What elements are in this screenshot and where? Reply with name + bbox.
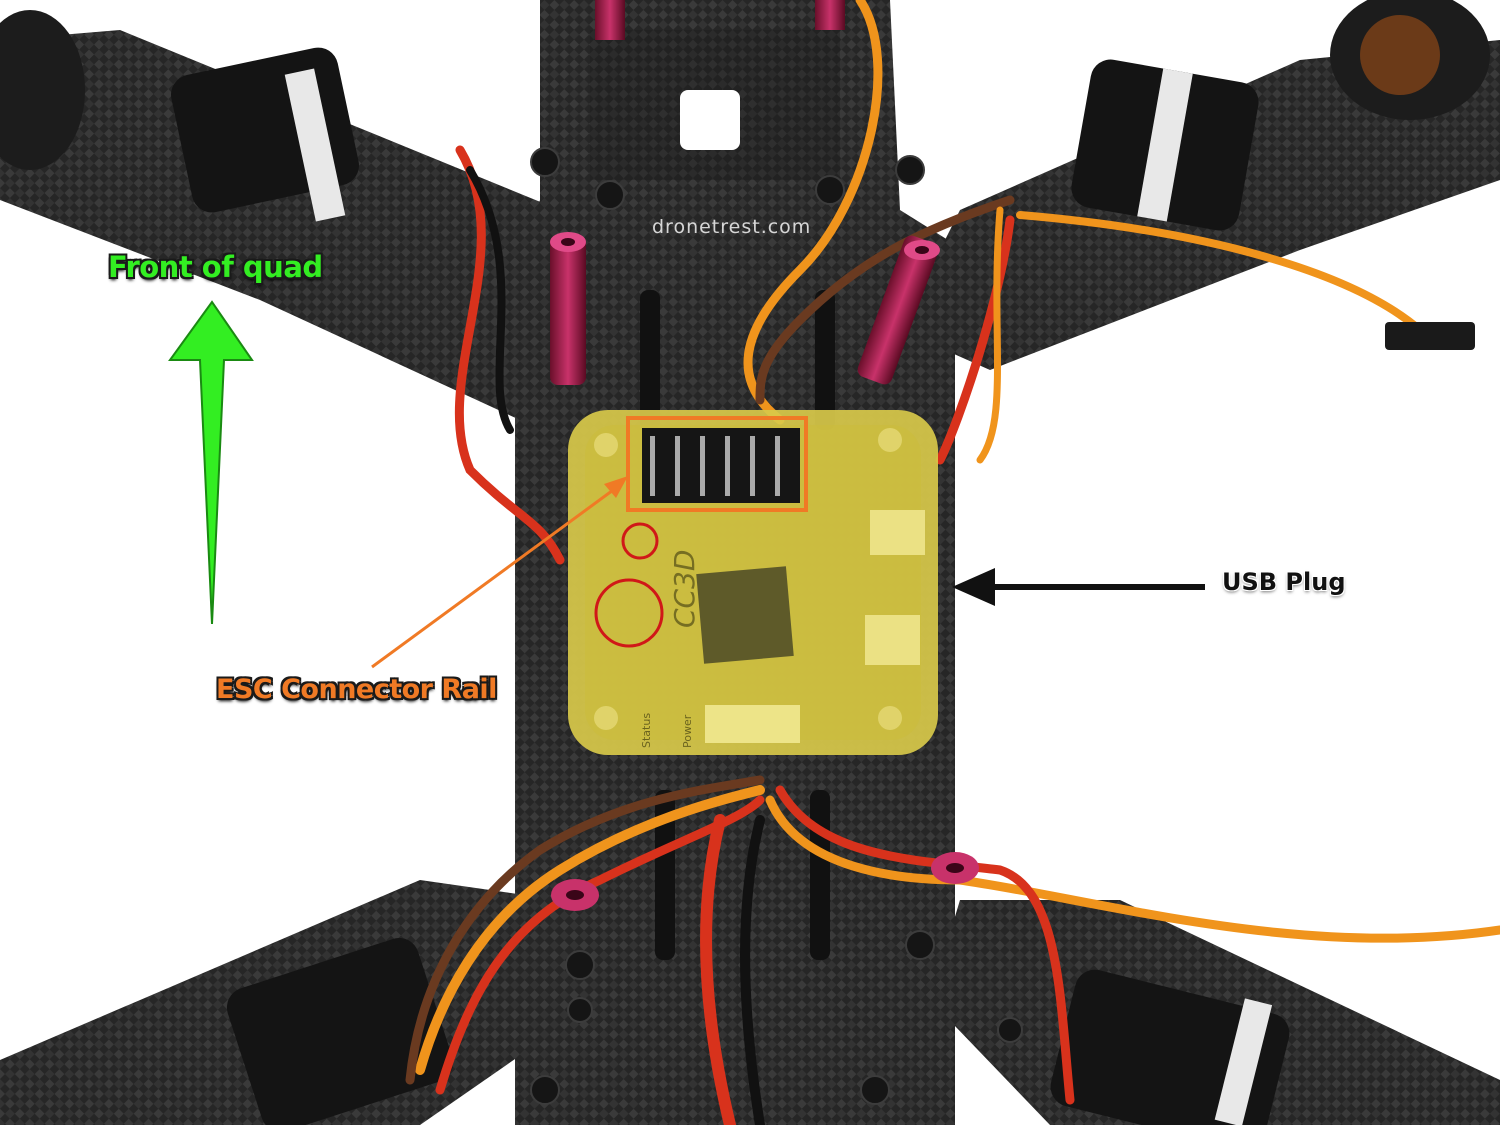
standoffs — [550, 0, 979, 911]
esc-pointer-arrowhead — [604, 476, 628, 498]
usb-arrow-icon — [952, 568, 1205, 606]
usb-plug-label: USB Plug — [1222, 568, 1346, 596]
status-led-label: Status — [640, 712, 653, 748]
callout-circle-large — [594, 578, 664, 648]
esc-rail-highlight — [626, 416, 808, 512]
board-model-text: CC3D — [668, 549, 701, 628]
wires — [405, 0, 1500, 1125]
power-led-label: Power — [681, 714, 694, 748]
flight-controller — [568, 410, 938, 755]
front-of-quad-label: Front of quad — [108, 250, 323, 284]
esc-connector-rail-label: ESC Connector Rail — [216, 674, 497, 705]
front-arrow-icon — [168, 300, 254, 625]
callout-circle-small — [621, 522, 659, 560]
esc-pointer-line — [371, 483, 621, 669]
watermark-text: dronetrest.com — [652, 216, 812, 238]
